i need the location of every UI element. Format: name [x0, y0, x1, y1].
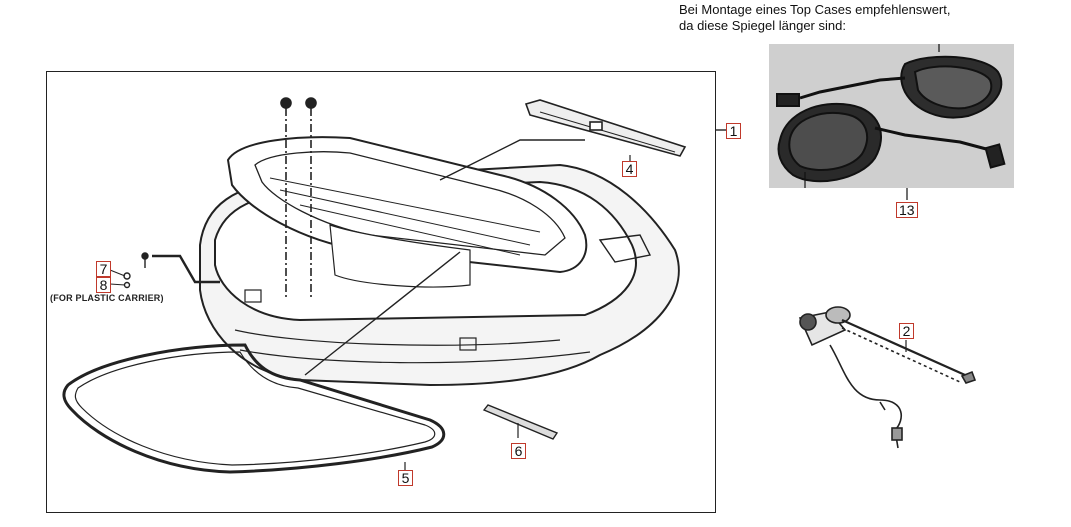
callout-4: 4	[622, 161, 637, 177]
part4-drawing	[439, 99, 687, 181]
top-case-diagram-frame	[46, 71, 716, 513]
callout-7: 7	[96, 261, 111, 277]
seal-leader	[304, 251, 461, 376]
callout-8: 8	[96, 277, 111, 293]
part2-lock-drawing	[798, 306, 977, 449]
mirror-note-line2: da diese Spiegel länger sind:	[679, 18, 846, 33]
callout-2: 2	[899, 323, 914, 339]
callout-5: 5	[398, 470, 413, 486]
callout-1: 1	[726, 123, 741, 139]
mirror-note-line1: Bei Montage eines Top Cases empfehlenswe…	[679, 2, 951, 17]
part6-strip-drawing	[482, 404, 559, 440]
part5-seal-drawing	[62, 343, 446, 474]
top-case-lid-drawing	[226, 136, 588, 288]
mirrors-photo-drawing	[776, 44, 1006, 200]
carrier-note: (FOR PLASTIC CARRIER)	[50, 293, 164, 303]
callout-13: 13	[896, 202, 918, 218]
part7-8-drawing	[109, 252, 220, 289]
screw-drawing	[280, 97, 317, 300]
mirror-note: Bei Montage eines Top Cases empfehlenswe…	[679, 2, 950, 34]
callout-6: 6	[511, 443, 526, 459]
